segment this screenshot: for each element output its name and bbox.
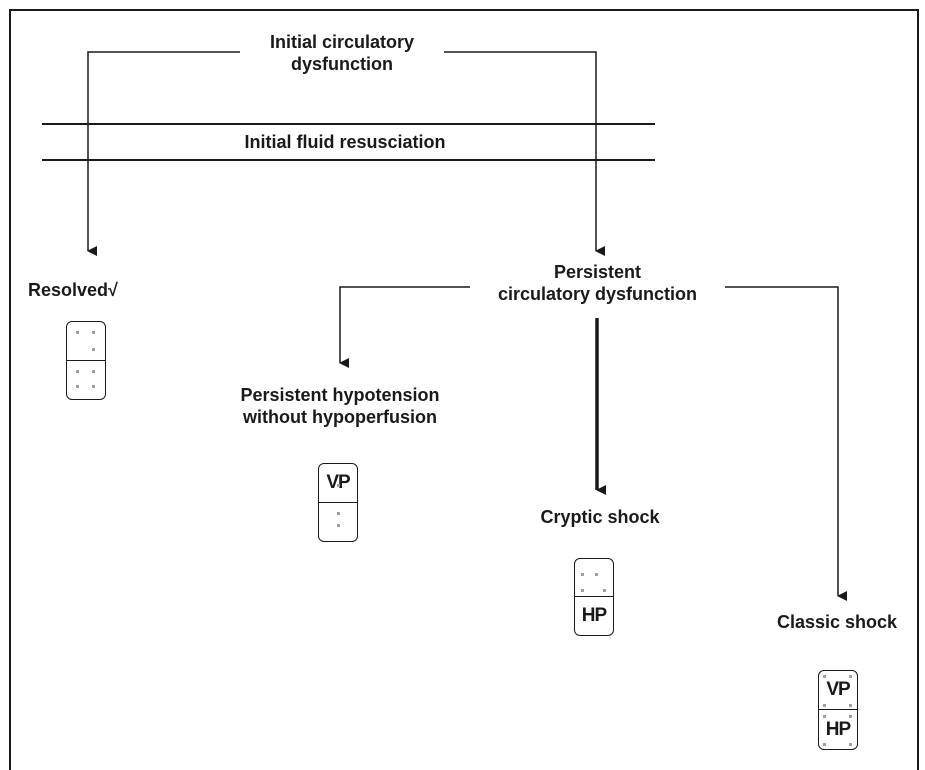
- dot: [581, 573, 584, 576]
- domino-cryptic-top: [575, 559, 613, 597]
- dot: [337, 484, 340, 487]
- dot: [92, 348, 95, 351]
- dot: [849, 715, 852, 718]
- arrow-initial-to-resolved: [87, 51, 245, 256]
- domino-resolved-bottom: [67, 361, 105, 400]
- dot: [823, 704, 826, 707]
- domino-resolved: [66, 321, 106, 400]
- node-initial-circulatory-dysfunction: Initial circulatory dysfunction: [240, 31, 444, 75]
- domino-resolved-top: [67, 322, 105, 361]
- domino-cryptic-bottom: HP: [581, 605, 607, 626]
- node-persistent-circulatory-dysfunction: Persistent circulatory dysfunction: [470, 261, 725, 305]
- arrow-persistent-to-classic: [706, 286, 847, 601]
- hypotension-line-1: Persistent hypotension: [240, 385, 440, 405]
- initial-line-1: Initial circulatory: [269, 32, 415, 52]
- domino-classic: VP HP: [818, 670, 858, 750]
- domino-hypotension: VP: [318, 463, 358, 542]
- initial-line-2: dysfunction: [291, 54, 393, 74]
- domino-classic-bottom: HP: [825, 718, 851, 740]
- dot: [595, 573, 598, 576]
- domino-hypotension-bottom: [319, 503, 357, 542]
- dot: [849, 704, 852, 707]
- dot: [823, 675, 826, 678]
- dot: [849, 675, 852, 678]
- dot: [92, 370, 95, 373]
- dot: [76, 385, 79, 388]
- node-resolved: Resolved√: [28, 280, 118, 300]
- domino-cryptic: HP: [574, 558, 614, 636]
- outer-frame: [9, 9, 919, 770]
- persistent-line-2: circulatory dysfunction: [497, 284, 698, 304]
- arrow-persistent-to-hypotension: [339, 286, 510, 368]
- dot: [581, 589, 584, 592]
- node-classic-shock: Classic shock: [776, 612, 898, 632]
- domino-classic-top: VP: [819, 671, 857, 710]
- dot: [603, 589, 606, 592]
- hypotension-line-2: without hypoperfusion: [243, 407, 437, 427]
- persistent-line-1: Persistent: [553, 262, 642, 282]
- dot: [92, 385, 95, 388]
- dot: [823, 715, 826, 718]
- domino-hypotension-top: VP: [319, 464, 357, 503]
- dot: [337, 512, 340, 515]
- node-cryptic-shock: Cryptic shock: [540, 507, 660, 527]
- dot: [92, 331, 95, 334]
- node-persistent-hypotension: Persistent hypotension without hypoperfu…: [200, 384, 480, 428]
- dot: [849, 743, 852, 746]
- dot: [823, 743, 826, 746]
- dot: [337, 524, 340, 527]
- dot: [76, 370, 79, 373]
- node-initial-fluid-resuscitation: Initial fluid resusciation: [244, 132, 446, 152]
- dot: [76, 331, 79, 334]
- arrow-initial-to-persistent: [437, 51, 605, 256]
